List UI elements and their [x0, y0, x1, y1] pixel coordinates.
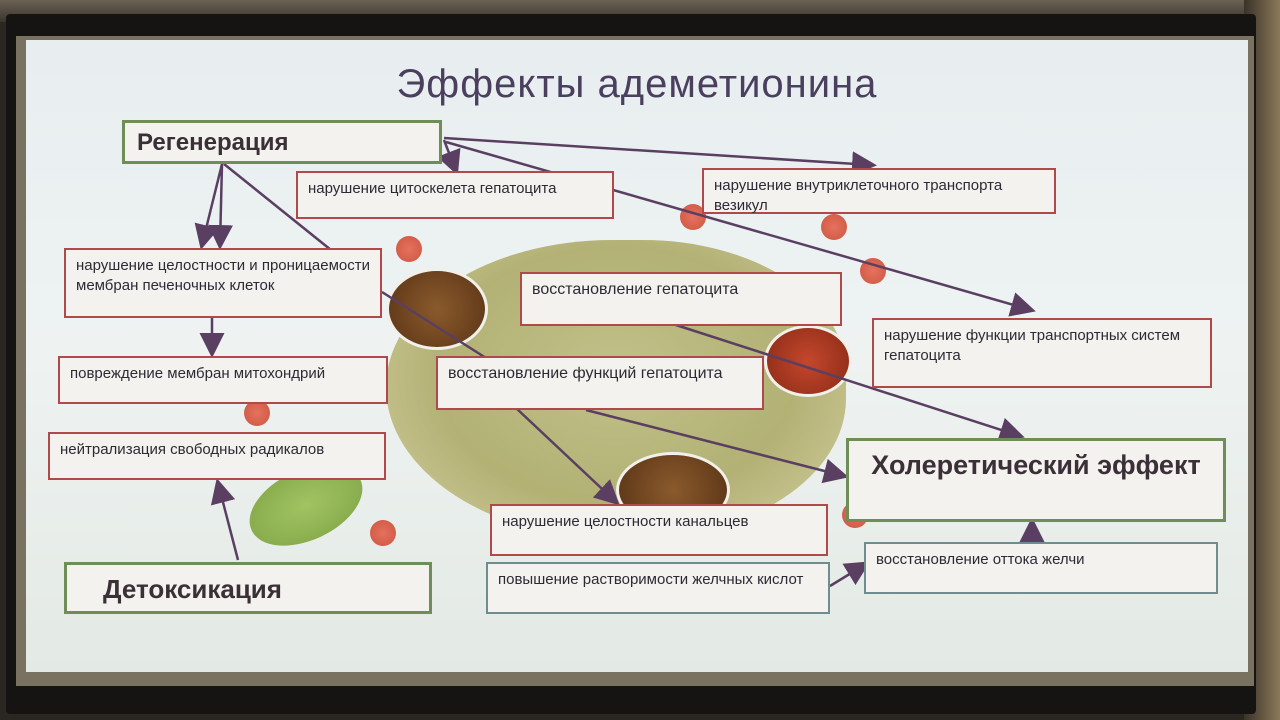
- arrow-function-choleretic: [585, 408, 849, 484]
- molecule-dot: [370, 520, 396, 546]
- slide: Эффекты адеметионина Регенерация нарушен…: [26, 40, 1248, 672]
- box-free-radicals: нейтрализация свободных радикалов: [48, 432, 386, 480]
- molecule-dot: [680, 204, 706, 230]
- arrow-regen-cytoskeleton: [437, 139, 461, 176]
- box-bile-outflow: восстановление оттока желчи: [864, 542, 1218, 594]
- arrow-restore-canaliculi: [515, 407, 620, 506]
- box-regeneration: Регенерация: [122, 120, 442, 164]
- box-choleretic: Холеретический эффект: [846, 438, 1226, 522]
- cell-organelle-top-left: [386, 268, 488, 350]
- molecule-dot: [396, 236, 422, 262]
- box-membrane-integrity: нарушение целостности и проницаемости ме…: [64, 248, 382, 318]
- cell-organelle-right: [764, 325, 852, 397]
- slide-title: Эффекты адеметионина: [396, 62, 878, 106]
- box-transport-systems: нарушение функции транспортных систем ге…: [872, 318, 1212, 388]
- arrow-regen-vesicle: [443, 136, 877, 177]
- box-bile-acids: повышение растворимости желчных кислот: [486, 562, 830, 614]
- box-hepatocyte-restore: восстановление гепатоцита: [520, 272, 842, 326]
- arrow-detox-radicals: [210, 478, 240, 561]
- arrow-bileacids-outflow: [829, 561, 871, 588]
- box-cytoskeleton: нарушение цитоскелета гепатоцита: [296, 171, 614, 219]
- box-canaliculi: нарушение целостности канальцев: [490, 504, 828, 556]
- arrow-regen-transport: [445, 140, 1036, 317]
- molecule-dot: [821, 214, 847, 240]
- arrow-hepatocyte-choleretic: [675, 323, 1025, 442]
- arrow-regen-membrane2: [207, 163, 233, 250]
- arrow-regen-membrane1: [194, 163, 224, 250]
- box-vesicle-transport: нарушение внутриклеточного транспорта ве…: [702, 168, 1056, 214]
- arrows-layer: [194, 136, 1045, 588]
- line-regen-cell: [223, 163, 332, 251]
- box-function-restore: восстановление функций гепатоцита: [436, 356, 764, 410]
- box-mito-membranes: повреждение мембран митохондрий: [58, 356, 388, 404]
- box-detox: Детоксикация: [64, 562, 432, 614]
- line-membrane-cell: [381, 290, 487, 360]
- molecule-dot: [244, 400, 270, 426]
